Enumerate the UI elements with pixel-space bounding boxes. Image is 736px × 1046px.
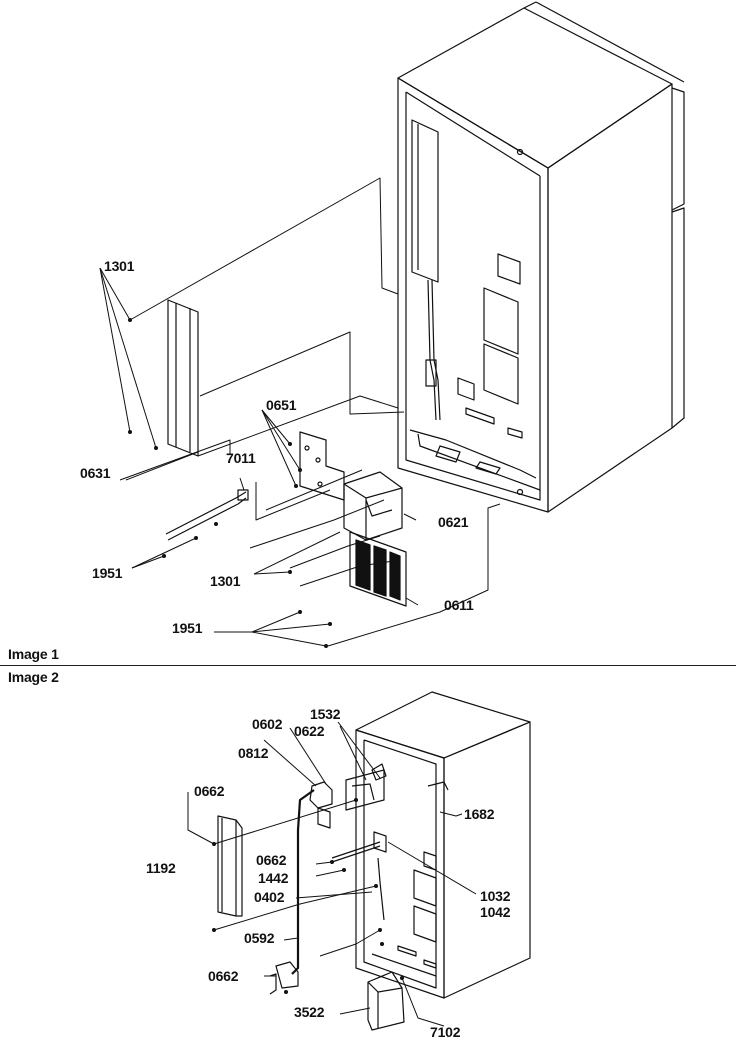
refrigerator-cabinet-bottom bbox=[355, 691, 531, 999]
callout-1192: 1192 bbox=[146, 860, 176, 876]
callout-1532: 1532 bbox=[310, 706, 341, 722]
refrigerator-cabinet-top bbox=[397, 1, 685, 513]
callout-0662-middle: 0662 bbox=[256, 852, 287, 868]
callout-1032: 1032 bbox=[480, 888, 511, 904]
callout-3522: 3522 bbox=[294, 1004, 325, 1020]
leader-lines-1 bbox=[99, 267, 419, 647]
callout-1042: 1042 bbox=[480, 904, 511, 920]
bracket-0651 bbox=[299, 431, 345, 501]
tube-0812 bbox=[291, 789, 315, 975]
section-divider bbox=[0, 665, 736, 666]
grille-0611 bbox=[349, 531, 407, 607]
callout-1682: 1682 bbox=[464, 806, 495, 822]
screw-dots-1 bbox=[128, 318, 332, 648]
caption-image-2: Image 2 bbox=[8, 669, 59, 685]
callout-0812: 0812 bbox=[238, 745, 269, 761]
back-panel-0631 bbox=[167, 299, 199, 457]
callout-7011: 7011 bbox=[226, 450, 256, 466]
caption-image-1: Image 1 bbox=[8, 646, 59, 662]
callout-0621: 0621 bbox=[438, 514, 469, 530]
callout-0631: 0631 bbox=[80, 465, 111, 481]
callout-1301-bottom: 1301 bbox=[210, 573, 241, 589]
tube-7011 bbox=[165, 489, 249, 541]
callout-7102: 7102 bbox=[430, 1024, 461, 1040]
callout-0611: 0611 bbox=[444, 597, 474, 613]
screw-dots-2 bbox=[212, 798, 404, 994]
callout-0651: 0651 bbox=[266, 397, 297, 413]
side-panel-1192 bbox=[217, 815, 243, 917]
assembly-guide-lines-1 bbox=[119, 177, 501, 647]
bracket-3522 bbox=[367, 971, 405, 1031]
callout-1951-left: 1951 bbox=[92, 565, 123, 581]
callout-0662-bottom: 0662 bbox=[208, 968, 239, 984]
callout-0402: 0402 bbox=[254, 889, 285, 905]
clip-0662 bbox=[269, 961, 299, 995]
fitting-0602 bbox=[309, 781, 333, 829]
leader-lines-2 bbox=[187, 721, 477, 1027]
callout-1951-bottom: 1951 bbox=[172, 620, 203, 636]
callout-0592: 0592 bbox=[244, 930, 275, 946]
callout-1442: 1442 bbox=[258, 870, 289, 886]
callout-0662-top: 0662 bbox=[194, 783, 225, 799]
callout-1301-top: 1301 bbox=[104, 258, 135, 274]
cover-0621 bbox=[343, 471, 403, 541]
callout-0602: 0602 bbox=[252, 716, 283, 732]
callout-0622: 0622 bbox=[294, 723, 325, 739]
mount-bracket-1532 bbox=[331, 763, 387, 921]
